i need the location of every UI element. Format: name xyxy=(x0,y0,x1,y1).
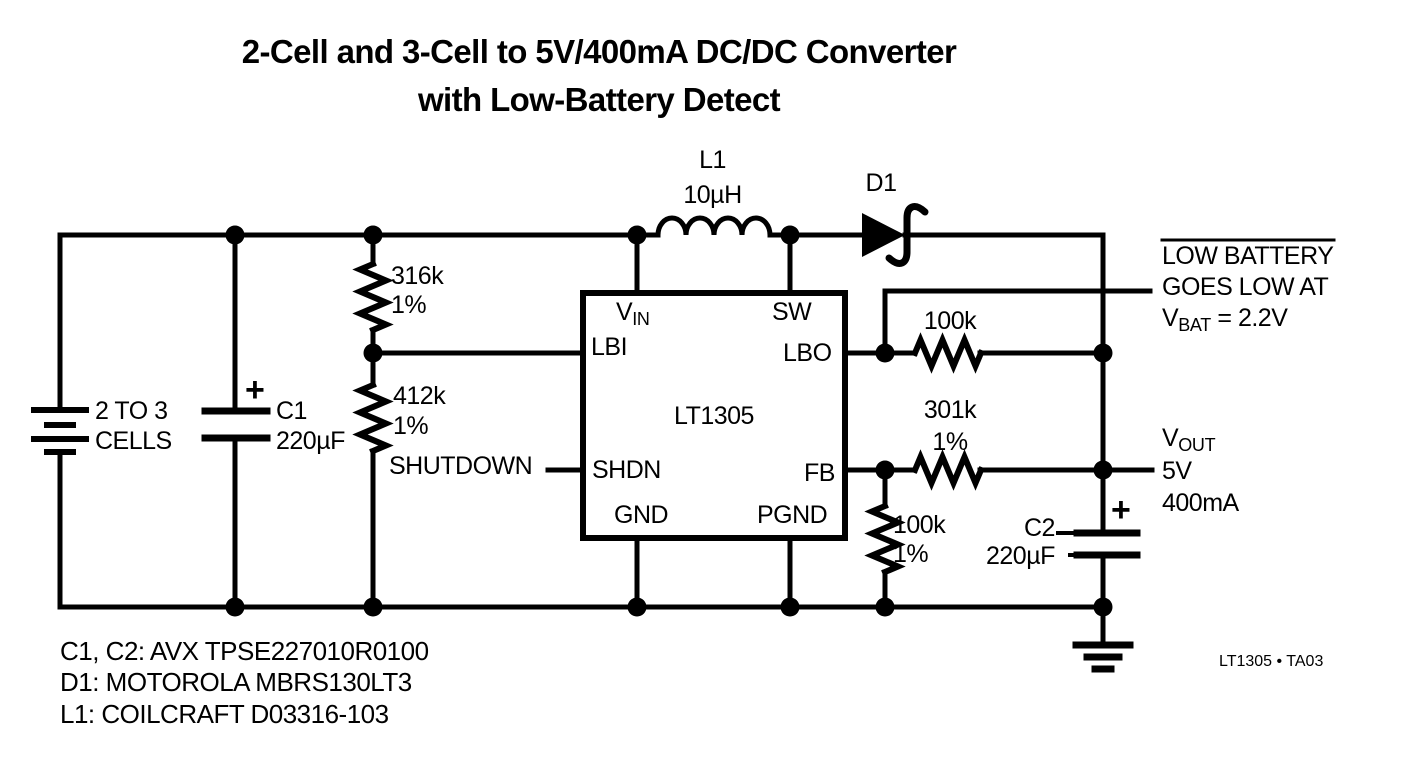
c2-symbol xyxy=(1056,529,1141,559)
vbat-base: V xyxy=(1162,304,1179,332)
schottky-cathode-bar xyxy=(885,203,929,267)
ic-box xyxy=(580,290,848,541)
resistor-316k xyxy=(352,260,394,334)
r301k-tolerance-label: 1% xyxy=(932,428,968,456)
r412k-value-label: 412k xyxy=(393,382,446,410)
resistor-412k xyxy=(352,381,394,455)
l1-name-label: L1 xyxy=(699,146,726,174)
shutdown-label: SHUTDOWN xyxy=(389,452,533,480)
pin-vin-sub: IN xyxy=(632,309,650,329)
battery-symbol xyxy=(31,407,89,455)
c1-value-label: 220µF xyxy=(276,427,345,455)
ic-name-label: LT1305 xyxy=(674,402,754,430)
c1-name-label: C1 xyxy=(276,397,307,425)
vout-voltage-label: 5V xyxy=(1162,457,1192,485)
r316k-value-label: 316k xyxy=(391,262,444,290)
vout-label: VOUT xyxy=(1162,424,1216,455)
junction-dots xyxy=(225,225,1113,617)
c2-name-label: C2 xyxy=(1024,514,1055,542)
battery-label-line2: CELLS xyxy=(95,427,172,455)
vbat-rest: = 2.2V xyxy=(1210,304,1288,332)
resistor-301k xyxy=(911,449,985,491)
r412k-tolerance-label: 1% xyxy=(393,412,429,440)
d1-name-label: D1 xyxy=(865,169,897,197)
pin-fb-label: FB xyxy=(804,459,835,487)
r100k-fb-value-label: 100k xyxy=(893,511,946,539)
pin-pgnd-label: PGND xyxy=(757,501,828,529)
note-c1-c2: C1, C2: AVX TPSE227010R0100 xyxy=(60,636,429,666)
c1-symbol xyxy=(201,407,271,442)
r316k-tolerance-label: 1% xyxy=(391,291,427,319)
pin-gnd-label: GND xyxy=(614,501,669,529)
c1-polarity-plus: + xyxy=(245,371,265,409)
pin-vin-label: VIN xyxy=(616,299,650,329)
pin-lbo-label: LBO xyxy=(783,339,832,367)
vout-sub: OUT xyxy=(1178,435,1216,455)
r100k-fb-tolerance-label: 1% xyxy=(893,540,929,568)
low-battery-signal-wire xyxy=(882,288,1153,356)
low-battery-line3: VBAT = 2.2V xyxy=(1162,304,1288,335)
pin-shdn-label: SHDN xyxy=(592,456,661,484)
inductor-coil xyxy=(634,215,793,238)
note-d1: D1: MOTOROLA MBRS130LT3 xyxy=(60,667,412,697)
vout-base: V xyxy=(1162,424,1179,452)
resistor-100k-fb xyxy=(864,502,906,576)
note-l1: L1: COILCRAFT D03316-103 xyxy=(60,699,389,729)
diode-d1-symbol xyxy=(862,203,929,267)
battery-label-line1: 2 TO 3 xyxy=(95,397,168,425)
pin-lbi-label: LBI xyxy=(591,333,628,361)
resistor-100k-pullup xyxy=(911,332,985,374)
r100k-pullup-value-label: 100k xyxy=(923,307,977,335)
low-battery-line1: LOW BATTERY xyxy=(1162,242,1334,270)
low-battery-line2: GOES LOW AT xyxy=(1162,273,1329,301)
vbat-sub: BAT xyxy=(1178,315,1211,335)
page-title-line2: with Low-Battery Detect xyxy=(417,81,781,118)
figure-tag: LT1305 • TA03 xyxy=(1219,653,1324,670)
r301k-value-label: 301k xyxy=(923,396,977,424)
ground-symbol xyxy=(1072,641,1134,673)
page-title-line1: 2-Cell and 3-Cell to 5V/400mA DC/DC Conv… xyxy=(241,33,957,70)
l1-value-label: 10µH xyxy=(683,181,742,209)
pin-sw-label: SW xyxy=(772,298,812,326)
pin-vin-base: V xyxy=(616,298,633,326)
c2-polarity-plus: + xyxy=(1111,491,1131,529)
vout-current-label: 400mA xyxy=(1162,489,1239,517)
c2-value-label: 220µF xyxy=(986,542,1055,570)
